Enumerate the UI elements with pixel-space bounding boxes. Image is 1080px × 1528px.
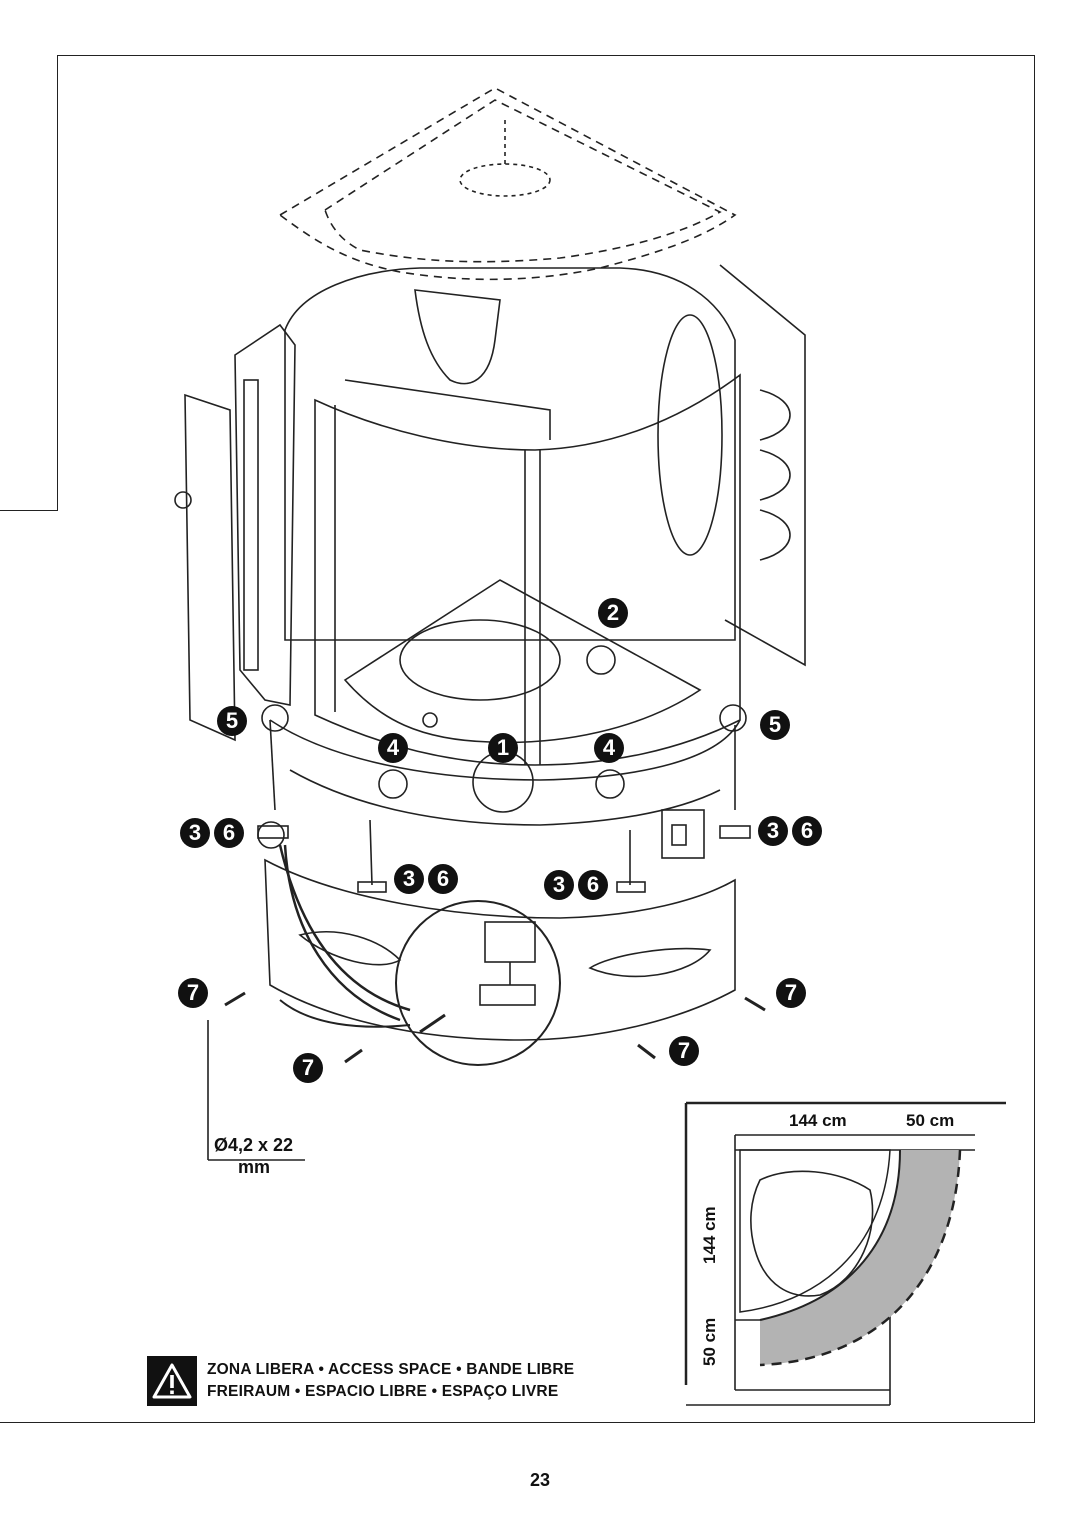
callout-badge-2: 2 <box>598 598 628 628</box>
screw-spec-unit: mm <box>238 1157 271 1177</box>
callout-badge-7: 7 <box>669 1036 699 1066</box>
cabin-plan <box>739 1149 891 1313</box>
left-door-panel <box>184 393 236 742</box>
adjustable-foot <box>357 881 387 893</box>
callout-badge-5: 5 <box>217 706 247 736</box>
access-space-line1: ZONA LIBERA • ACCESS SPACE • BANDE LIBRE <box>207 1361 575 1378</box>
base-frame <box>269 719 741 781</box>
callout-badge-3: 3 <box>180 818 210 848</box>
callout-badge-7: 7 <box>293 1053 323 1083</box>
access-space-warning: ZONA LIBERA • ACCESS SPACE • BANDE LIBRE… <box>147 1356 574 1406</box>
rain-shower-head <box>459 163 551 197</box>
callout-badge-7: 7 <box>178 978 208 1008</box>
back-wall <box>284 267 736 641</box>
callout-circle <box>378 769 408 799</box>
callout-badge-3: 3 <box>394 864 424 894</box>
callout-badge-6: 6 <box>214 818 244 848</box>
dimension-cabin-width: 144 cm <box>789 1111 847 1130</box>
callout-badge-1: 1 <box>488 733 518 763</box>
frame-left-edge <box>57 55 58 510</box>
sliding-door-frame <box>314 373 741 766</box>
right-side-panel <box>719 264 806 667</box>
frame-bottom-line <box>0 1422 1035 1423</box>
screw-set <box>224 991 766 1064</box>
control-panel <box>414 289 501 385</box>
callout-circle <box>719 704 747 732</box>
shower-tray <box>343 579 702 744</box>
dimension-cabin-depth: 144 cm <box>700 1206 719 1264</box>
frame-tick <box>0 510 58 511</box>
dimension-free-depth: 50 cm <box>700 1317 719 1366</box>
callout-circle <box>595 769 625 799</box>
magnified-detail <box>395 900 561 1066</box>
dimension-free-width: 50 cm <box>906 1111 955 1130</box>
callout-badge-7: 7 <box>776 978 806 1008</box>
electrical-box <box>661 809 705 859</box>
callout-badge-4: 4 <box>594 733 624 763</box>
callout-badge-5: 5 <box>760 710 790 740</box>
callout-badge-6: 6 <box>428 864 458 894</box>
access-space-line2: FREIRAUM • ESPACIO LIBRE • ESPAÇO LIVRE <box>207 1383 559 1400</box>
adjustable-foot <box>616 881 646 893</box>
page-number: 23 <box>529 1470 551 1490</box>
callout-badge-3: 3 <box>758 816 788 846</box>
left-service-column <box>234 323 296 706</box>
ceiling-inner-outline <box>324 99 722 263</box>
callout-badge-4: 4 <box>378 733 408 763</box>
screw-spec: Ø4,2 x 22 mm <box>214 1134 293 1178</box>
adjustable-foot <box>719 825 751 839</box>
side-mirror <box>657 314 723 556</box>
callout-badge-3: 3 <box>544 870 574 900</box>
callout-circle <box>261 704 289 732</box>
access-space-zone <box>760 1150 960 1365</box>
screw-spec-size: Ø4,2 x 22 <box>214 1135 294 1155</box>
callout-circle <box>257 821 285 849</box>
ceiling-panel-outline <box>278 87 737 281</box>
callout-badge-6: 6 <box>578 870 608 900</box>
warning-triangle-icon <box>147 1356 197 1406</box>
access-space-text: ZONA LIBERA • ACCESS SPACE • BANDE LIBRE… <box>207 1359 574 1403</box>
callout-circle <box>586 645 616 675</box>
callout-badge-6: 6 <box>792 816 822 846</box>
